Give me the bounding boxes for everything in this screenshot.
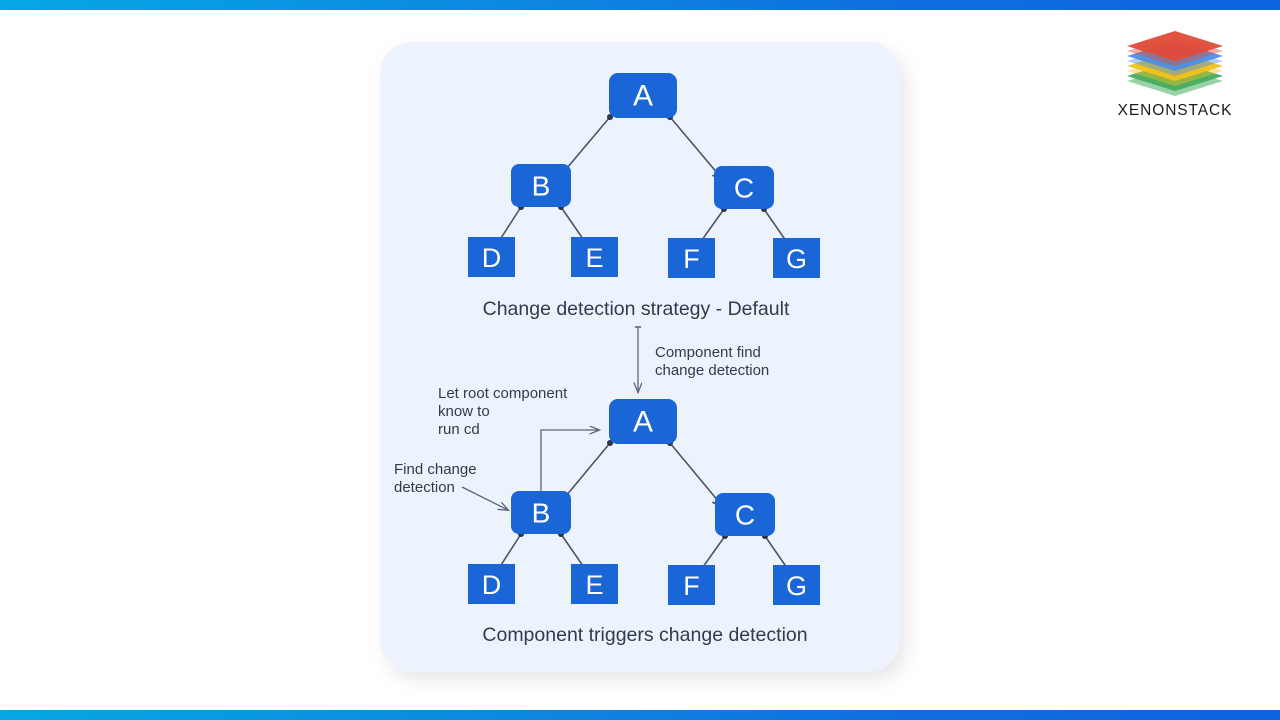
node-label: E bbox=[585, 570, 603, 600]
bottom-accent-bar bbox=[0, 710, 1280, 720]
node-d-top[interactable]: D bbox=[468, 237, 515, 277]
find-change-line2: detection bbox=[394, 479, 455, 496]
node-label: C bbox=[735, 500, 755, 531]
node-label: D bbox=[482, 570, 502, 600]
node-c-bottom[interactable]: C bbox=[715, 493, 775, 536]
brand-name: XENONSTACK bbox=[1117, 102, 1233, 119]
node-d-bottom[interactable]: D bbox=[468, 564, 515, 604]
node-g-bottom[interactable]: G bbox=[773, 565, 820, 605]
node-label: F bbox=[683, 244, 700, 274]
edge-b-to-a-feedback bbox=[541, 430, 599, 510]
node-label: B bbox=[532, 171, 551, 202]
node-c-top[interactable]: C bbox=[714, 166, 774, 209]
let-root-line2: know to bbox=[438, 403, 490, 420]
diagram-default-strategy: A B C D E F G bbox=[468, 73, 820, 320]
node-f-bottom[interactable]: F bbox=[668, 565, 715, 605]
node-e-top[interactable]: E bbox=[571, 237, 618, 277]
node-label: A bbox=[633, 406, 653, 439]
change-detection-diagram: A B C D E F G bbox=[394, 73, 820, 646]
node-b-bottom[interactable]: B bbox=[511, 491, 571, 534]
caption-component-triggers: Component triggers change detection bbox=[482, 624, 807, 646]
node-label: A bbox=[633, 80, 653, 113]
find-change-line1: Find change bbox=[394, 461, 477, 478]
node-label: B bbox=[532, 498, 551, 529]
node-label: G bbox=[786, 244, 807, 274]
annotation-find-change: Find change detection bbox=[394, 461, 508, 510]
caption-default-strategy: Change detection strategy - Default bbox=[483, 298, 790, 320]
let-root-line3: run cd bbox=[438, 421, 480, 438]
node-a-top[interactable]: A bbox=[609, 73, 677, 118]
node-label: F bbox=[683, 571, 700, 601]
let-root-line1: Let root component bbox=[438, 385, 568, 402]
edge-a-c-bottom bbox=[670, 443, 724, 508]
node-e-bottom[interactable]: E bbox=[571, 564, 618, 604]
node-b-top[interactable]: B bbox=[511, 164, 571, 207]
flow-label-line2: change detection bbox=[655, 362, 769, 379]
stacked-layers-icon bbox=[1113, 26, 1237, 100]
node-a-bottom[interactable]: A bbox=[609, 399, 677, 444]
find-change-pointer bbox=[461, 486, 508, 510]
brand-logo: XENONSTACK bbox=[1113, 26, 1237, 120]
flow-label-line1: Component find bbox=[655, 344, 761, 361]
annotation-let-root: Let root component know to run cd bbox=[438, 385, 568, 438]
flow-connector: Component find change detection bbox=[638, 327, 769, 392]
node-label: G bbox=[786, 571, 807, 601]
node-g-top[interactable]: G bbox=[773, 238, 820, 278]
diagram-component-triggers: A B C D E F G bbox=[468, 399, 820, 646]
node-label: E bbox=[585, 243, 603, 273]
node-label: C bbox=[734, 173, 754, 204]
top-accent-bar bbox=[0, 0, 1280, 10]
node-f-top[interactable]: F bbox=[668, 238, 715, 278]
node-label: D bbox=[482, 243, 502, 273]
